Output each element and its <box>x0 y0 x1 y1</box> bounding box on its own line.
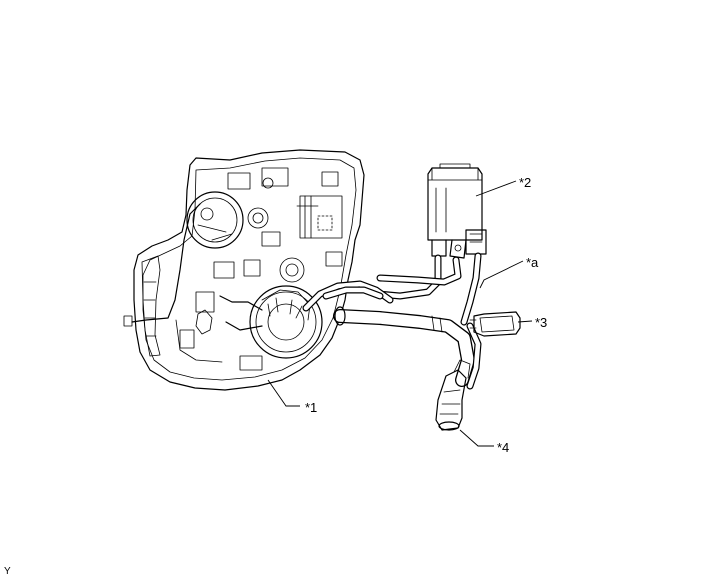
callout-fuel-tank: *1 <box>305 400 318 415</box>
fuel-inlet <box>435 359 471 431</box>
fuel-filler-pipe <box>333 306 482 390</box>
callout-hose-a: *a <box>526 255 539 270</box>
corner-code: Y <box>4 566 11 577</box>
callout-inlet: *4 <box>497 440 510 455</box>
leader-lines <box>267 180 533 447</box>
fuel-tank <box>123 149 365 391</box>
canister-tubes <box>374 252 482 326</box>
fuel-filter <box>469 311 521 337</box>
callout-filter: *3 <box>535 315 548 330</box>
charcoal-canister <box>427 163 487 259</box>
vapor-hoses <box>302 280 394 312</box>
callout-canister: *2 <box>519 175 532 190</box>
